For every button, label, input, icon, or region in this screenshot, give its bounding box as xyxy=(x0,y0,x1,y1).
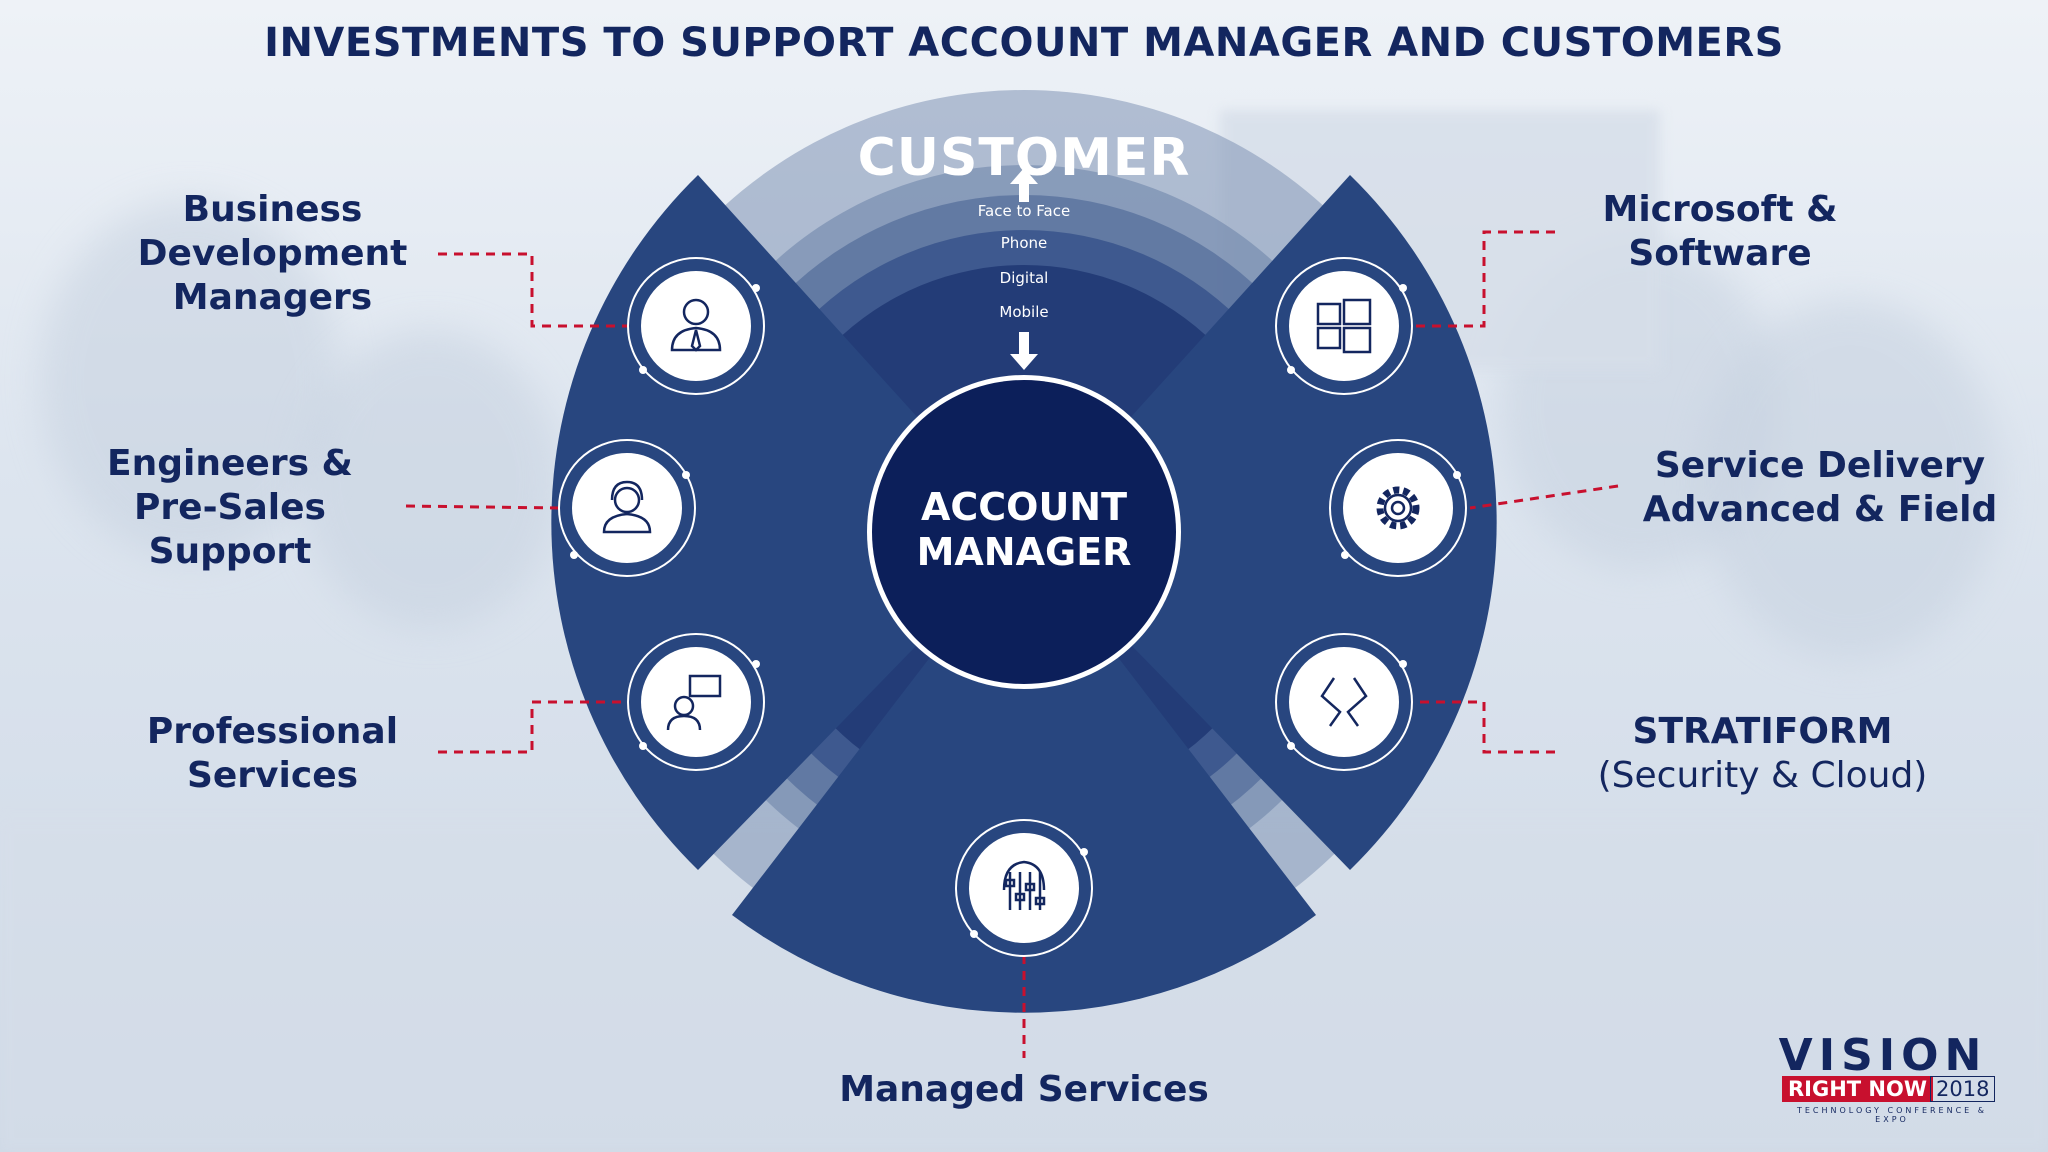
business-person-icon xyxy=(670,298,722,352)
label-line: Engineers & xyxy=(107,443,353,484)
logo-subbrand: RIGHT NOW xyxy=(1782,1076,1934,1102)
ring-label-phone: Phone xyxy=(1001,234,1047,252)
connector-microsoft xyxy=(1412,230,1555,328)
logo-year: 2018 xyxy=(1930,1076,1996,1102)
logo-tagline: TECHNOLOGY CONFERENCE & EXPO xyxy=(1796,1106,1988,1124)
logo-brand: VISION xyxy=(1778,1030,1988,1081)
label-line: Managed Services xyxy=(839,1069,1209,1110)
core-label-line1: ACCOUNT xyxy=(921,485,1127,529)
gear-icon xyxy=(1376,486,1420,530)
label-line: Business xyxy=(182,189,363,230)
background-figure xyxy=(1700,300,2000,660)
connector-professional xyxy=(438,700,628,754)
label-line: Software xyxy=(1628,233,1812,274)
label-line: Professional xyxy=(146,711,399,752)
up-arrow-icon xyxy=(1010,168,1038,202)
label-managed-services: Managed Services xyxy=(774,1068,1274,1112)
ring-label-digital: Digital xyxy=(1000,269,1049,287)
background-figure xyxy=(300,330,560,630)
label-line: Managers xyxy=(172,277,373,318)
connector-stratiform xyxy=(1412,700,1555,754)
windows-logo-icon xyxy=(1316,298,1372,354)
node-managed xyxy=(955,819,1093,957)
consultant-speech-icon xyxy=(666,674,722,731)
stratiform-logo-icon xyxy=(1320,677,1368,727)
node-service-delivery xyxy=(1329,439,1467,577)
label-engineers-presales: Engineers & Pre-Sales Support xyxy=(80,442,380,574)
connector-bdm xyxy=(438,252,628,328)
ring-label-face: Face to Face xyxy=(978,202,1070,220)
label-microsoft-software: Microsoft & Software xyxy=(1570,188,1870,276)
node-engineers xyxy=(558,439,696,577)
connector-engineers xyxy=(405,504,561,510)
down-arrow-icon xyxy=(1010,332,1038,370)
node-stratiform xyxy=(1275,633,1413,771)
connector-service-delivery xyxy=(1469,484,1619,510)
vision-logo: VISION RIGHT NOW 2018 TECHNOLOGY CONFERE… xyxy=(1768,1030,1998,1124)
label-line: Advanced & Field xyxy=(1642,489,1998,530)
label-service-delivery: Service Delivery Advanced & Field xyxy=(1620,444,2020,532)
node-professional xyxy=(627,633,765,771)
account-manager-core xyxy=(872,380,1176,684)
label-line: Development xyxy=(137,233,408,274)
label-line: (Security & Cloud) xyxy=(1597,755,1928,796)
page-title: INVESTMENTS TO SUPPORT ACCOUNT MANAGER A… xyxy=(264,20,1784,66)
core-label-line2: MANAGER xyxy=(917,530,1132,574)
background-figure xyxy=(40,200,340,560)
sliders-gear-icon xyxy=(1002,860,1046,910)
label-stratiform: STRATIFORM (Security & Cloud) xyxy=(1560,710,1965,798)
bottom-segment xyxy=(732,535,1316,1013)
node-bdm xyxy=(627,257,765,395)
label-line: Support xyxy=(148,531,312,572)
connectors xyxy=(405,230,1619,1058)
label-line: Pre-Sales xyxy=(134,487,326,528)
label-line: STRATIFORM xyxy=(1632,711,1893,752)
node-microsoft xyxy=(1275,257,1413,395)
label-line: Microsoft & xyxy=(1602,189,1838,230)
headset-support-icon xyxy=(602,480,652,534)
ring-label-mobile: Mobile xyxy=(999,303,1048,321)
label-business-development-managers: Business Development Managers xyxy=(110,188,435,320)
label-professional-services: Professional Services xyxy=(120,710,425,798)
label-line: Services xyxy=(186,755,359,796)
label-line: Service Delivery xyxy=(1654,445,1986,486)
